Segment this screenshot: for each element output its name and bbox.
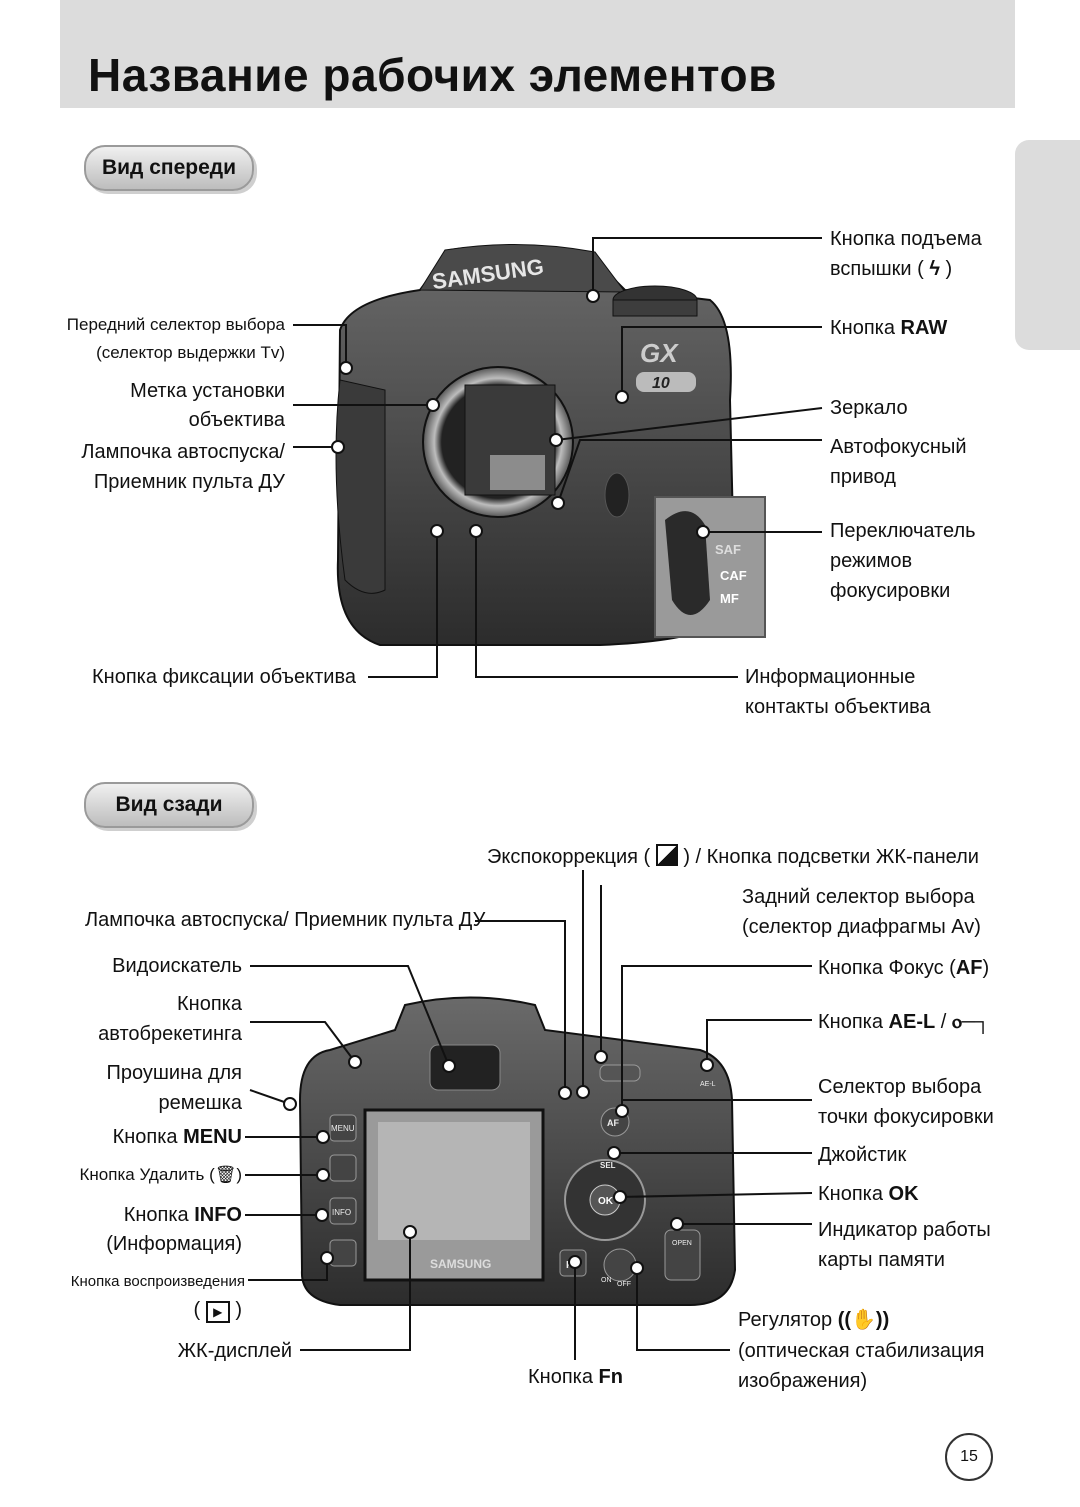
ael-button-label: Кнопка AE-L / ⲟ─┐ [818, 1011, 991, 1033]
mark-sel: SEL [600, 1161, 616, 1170]
fn-button-label: Кнопка Fn [528, 1366, 623, 1388]
model-gx: GX [640, 338, 679, 368]
focus-mode-label-2: режимов [830, 550, 913, 572]
af-button-label: Кнопка Фокус (AF) [818, 957, 990, 979]
mark-on: ON [601, 1277, 612, 1284]
contacts-label-2: контакты объектива [745, 696, 931, 718]
exposure-comp-icon [655, 844, 678, 866]
mark-af: AF [607, 1118, 619, 1128]
shake-reduction-icon: ((✋)) [837, 1309, 890, 1331]
flash-button-label-1: Кнопка подъема [830, 228, 982, 250]
rear-self-timer-label: Лампочка автоспуска/ Приемник пульта ДУ [85, 909, 486, 931]
stabilizer-label-3: изображения) [738, 1370, 868, 1392]
mark-open: OPEN [672, 1240, 692, 1247]
card-lamp-label-1: Индикатор работы [818, 1219, 991, 1241]
title-banner [60, 0, 1015, 108]
mark-info: INFO [332, 1208, 351, 1217]
stabilizer-label-1: Регулятор ((✋)) [738, 1309, 890, 1331]
key-icon: ⲟ─┐ [951, 1011, 991, 1033]
trash-icon: 🗑 [214, 1165, 237, 1184]
bracket-label-1: Кнопка [177, 993, 242, 1015]
focus-mode-label-3: фокусировки [830, 580, 951, 602]
contacts-label-1: Информационные [745, 666, 916, 688]
info-button-label: Кнопка INFO [123, 1204, 242, 1226]
exposure-comp-label: Экспокоррекция ( ) / Кнопка подсветки ЖК… [487, 844, 979, 868]
ok-button-label: Кнопка OK [818, 1183, 919, 1205]
front-dial-label-1: Передний селектор выбора [66, 315, 285, 334]
rear-dial-label-2: (селектор диафрагмы Av) [742, 916, 981, 938]
mark-ok: OK [598, 1196, 614, 1207]
viewfinder-eyepiece [429, 1044, 501, 1091]
mount-mark-label-2: объектива [188, 409, 285, 431]
delete-button-label: Кнопка Удалить (🗑) [79, 1165, 243, 1184]
focus-point-label-2: точки фокусировки [818, 1106, 994, 1128]
lens-release-label: Кнопка фиксации объектива [92, 666, 356, 688]
switch-saf: SAF [715, 542, 741, 557]
mark-menu: MENU [331, 1124, 355, 1133]
af-drive-label-2: привод [830, 466, 896, 488]
card-lamp-label-2: карты памяти [818, 1249, 945, 1271]
page-number: 15 [945, 1433, 993, 1481]
af-drive-label-1: Автофокусный [830, 436, 967, 458]
page-title: Название рабочих элементов [88, 49, 777, 101]
self-timer-label-1: Лампочка автоспуска/ [81, 441, 285, 463]
focus-mode-label-1: Переключатель [830, 520, 976, 542]
info-sub-label: (Информация) [106, 1233, 242, 1255]
play-icon: ▶ [205, 1301, 230, 1323]
chapter-tab [1015, 140, 1080, 350]
mark-off: OFF [617, 1281, 631, 1288]
model-10: 10 [652, 375, 670, 392]
raw-button-label: Кнопка RAW [830, 317, 948, 339]
lcd-label: ЖК-дисплей [177, 1340, 292, 1362]
menu-button-label: Кнопка MENU [112, 1126, 242, 1148]
switch-mf: MF [720, 591, 739, 606]
front-dial-label-2: (селектор выдержки Tv) [96, 343, 285, 362]
joystick-label: Джойстик [818, 1144, 907, 1166]
rear-dial-label-1: Задний селектор выбора [742, 886, 975, 908]
flash-button-label-2: вспышки ( ϟ ) [830, 258, 953, 280]
strap-label-2: ремешка [158, 1092, 242, 1114]
strap-label-1: Проушина для [106, 1062, 242, 1084]
bracket-label-2: автобрекетинга [98, 1023, 242, 1045]
mount-mark-label-1: Метка установки [130, 380, 285, 402]
focus-point-label-1: Селектор выбора [818, 1076, 982, 1098]
play-button-label: Кнопка воспроизведения [70, 1273, 245, 1290]
switch-caf: CAF [720, 568, 747, 583]
rear-brand: SAMSUNG [430, 1257, 491, 1271]
flash-icon: ϟ [929, 258, 940, 280]
play-icon-label: ( ▶ ) [193, 1299, 242, 1323]
self-timer-label-2: Приемник пульта ДУ [93, 471, 285, 493]
front-view-section-label: Вид спереди [84, 145, 254, 191]
mark-ael: AE-L [700, 1081, 716, 1088]
mirror-label: Зеркало [830, 397, 908, 419]
rear-view-section-label: Вид сзади [84, 782, 254, 828]
viewfinder-label: Видоискатель [112, 955, 242, 977]
stabilizer-label-2: (оптическая стабилизация [738, 1340, 985, 1362]
